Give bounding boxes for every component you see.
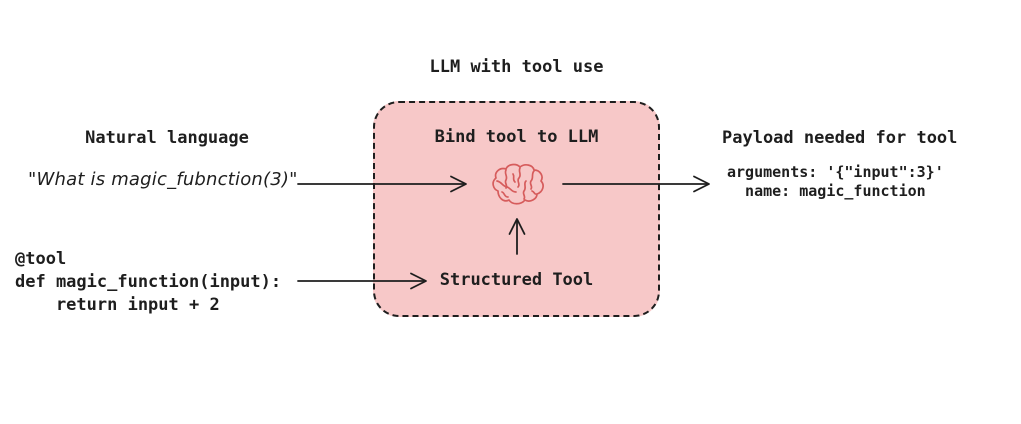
handwritten-query-text: "What is magic_fubnction(3)" bbox=[28, 169, 298, 190]
bind-tool-heading: Bind tool to LLM bbox=[434, 127, 599, 147]
bind-tool-box: Bind tool to LLM Structured Tool bbox=[373, 101, 660, 317]
brain-icon bbox=[491, 163, 544, 205]
diagram-title: LLM with tool use bbox=[429, 57, 604, 77]
structured-tool-label: Structured Tool bbox=[439, 270, 594, 290]
payload-label: Payload needed for tool bbox=[722, 128, 958, 148]
natural-language-label: Natural language bbox=[85, 128, 249, 148]
tool-code-block: @tool def magic_function(input): return … bbox=[15, 249, 282, 315]
payload-text: arguments: '{"input":3}' name: magic_fun… bbox=[727, 163, 944, 200]
